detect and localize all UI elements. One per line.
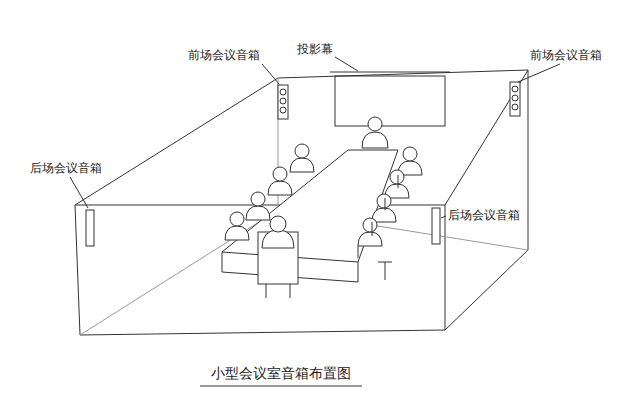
figure-caption: 小型会议室音箱布置图 (211, 366, 351, 382)
part-label: 投影幕 (297, 42, 333, 56)
part-label: 前场会议音箱 (530, 48, 602, 62)
part-label: 前场会议音箱 (188, 48, 260, 62)
part-label: 后场会议音箱 (448, 208, 520, 222)
part-label: 后场会议音箱 (30, 161, 102, 175)
